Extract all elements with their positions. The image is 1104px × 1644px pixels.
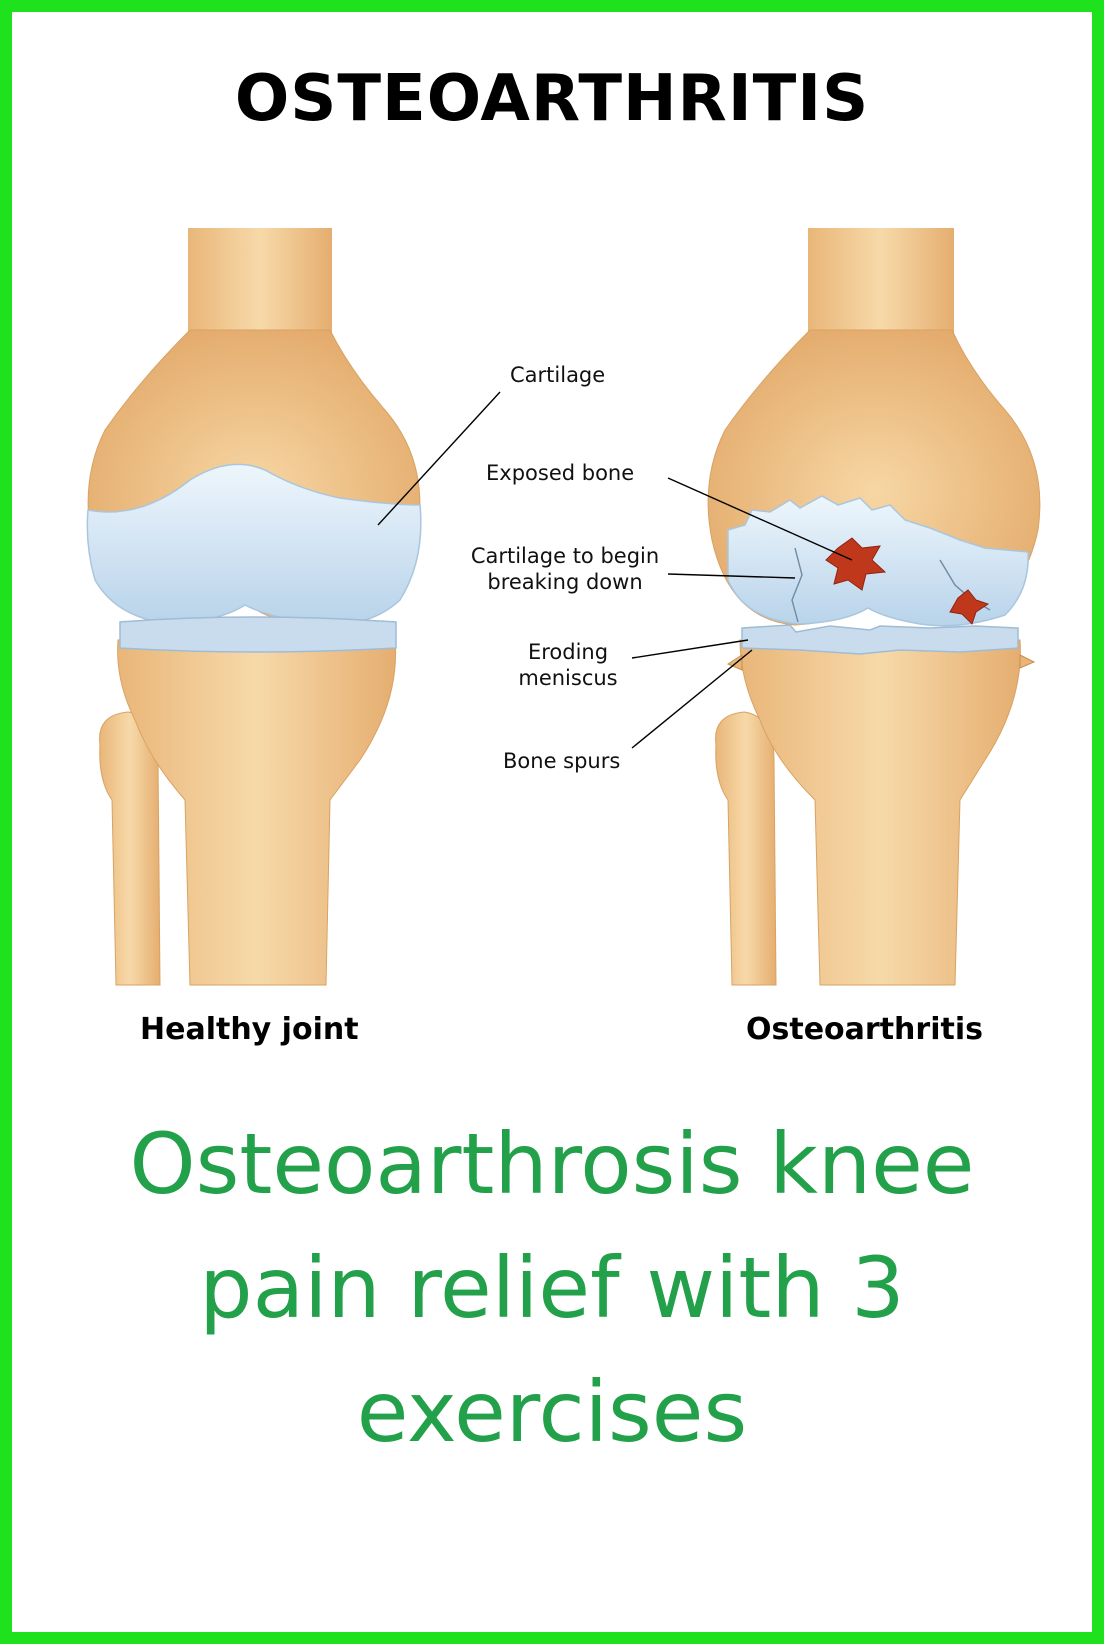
meniscus-right-eroding xyxy=(741,624,1019,655)
label-eroding-line2: meniscus xyxy=(518,666,618,690)
label-exposed-bone: Exposed bone xyxy=(486,461,635,485)
leader-cartilage-breaking xyxy=(667,573,796,579)
headline-line1: Osteoarthrosis knee xyxy=(129,1115,975,1213)
bone-spur-left xyxy=(726,654,743,671)
label-cartilage-breaking-line2: breaking down xyxy=(487,570,643,594)
label-eroding-line1: Eroding xyxy=(527,640,609,664)
label-eroding-meniscus: Eroding meniscus xyxy=(508,639,628,691)
label-bone-spurs: Bone spurs xyxy=(503,749,621,773)
cartilage-right-damaged xyxy=(727,495,1029,627)
cartilage-crack-1 xyxy=(791,547,803,623)
tibia-right xyxy=(739,639,1021,986)
leader-bone-spurs xyxy=(631,649,753,749)
healthy-joint-diagram xyxy=(86,228,422,986)
exposed-bone-lesion xyxy=(825,537,887,591)
headline: Osteoarthrosis knee pain relief with 3 e… xyxy=(0,1102,1104,1474)
caption-osteoarthritis: Osteoarthritis xyxy=(746,1012,983,1047)
bone-spur-right xyxy=(1019,654,1036,669)
meniscus-left xyxy=(119,616,397,653)
leader-exposed-bone xyxy=(667,477,853,561)
headline-line2: pain relief with 3 xyxy=(199,1239,905,1337)
caption-healthy-joint: Healthy joint xyxy=(140,1012,359,1047)
tibia-left xyxy=(117,639,397,986)
osteoarthritis-joint-diagram xyxy=(707,228,1041,986)
fibula-right xyxy=(715,711,777,986)
label-cartilage: Cartilage xyxy=(510,363,606,387)
leader-cartilage xyxy=(377,391,501,526)
exposed-bone-lesion-small xyxy=(949,589,990,625)
page-title: OSTEOARTHRITIS xyxy=(234,62,870,136)
leader-eroding-meniscus xyxy=(631,639,749,659)
label-cartilage-breaking-line1: Cartilage to begin xyxy=(470,544,660,568)
headline-line3: exercises xyxy=(356,1363,748,1461)
label-cartilage-breaking: Cartilage to begin breaking down xyxy=(460,543,670,595)
